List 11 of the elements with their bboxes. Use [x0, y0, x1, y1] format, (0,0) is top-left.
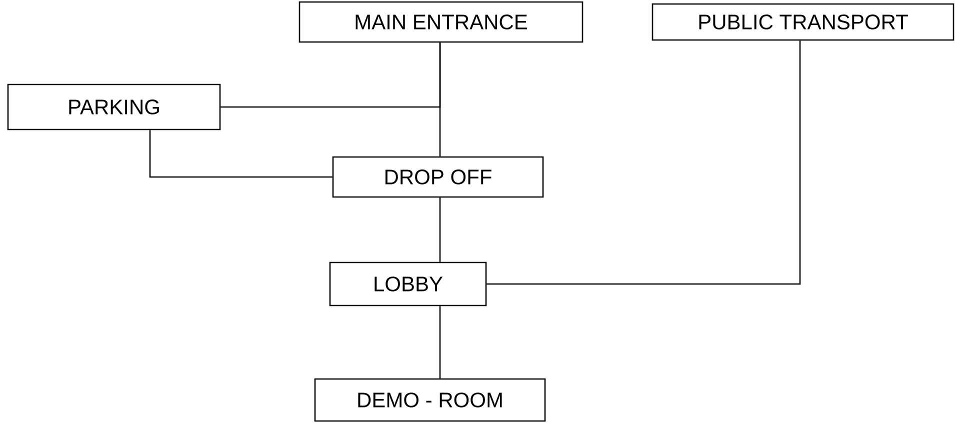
place-box: LOBBY	[329, 262, 487, 306]
place-box: DEMO - ROOM	[314, 378, 546, 422]
place-box: DROP OFF	[332, 156, 544, 198]
connector-line	[149, 130, 332, 178]
place-box: PUBLIC TRANSPORT	[652, 3, 954, 41]
place-box: PARKING	[7, 84, 221, 130]
connector-line	[439, 306, 441, 378]
connector-line	[486, 40, 801, 285]
place-box: MAIN ENTRANCE	[298, 1, 584, 43]
connector-line	[439, 198, 441, 262]
connector-line	[220, 42, 441, 108]
